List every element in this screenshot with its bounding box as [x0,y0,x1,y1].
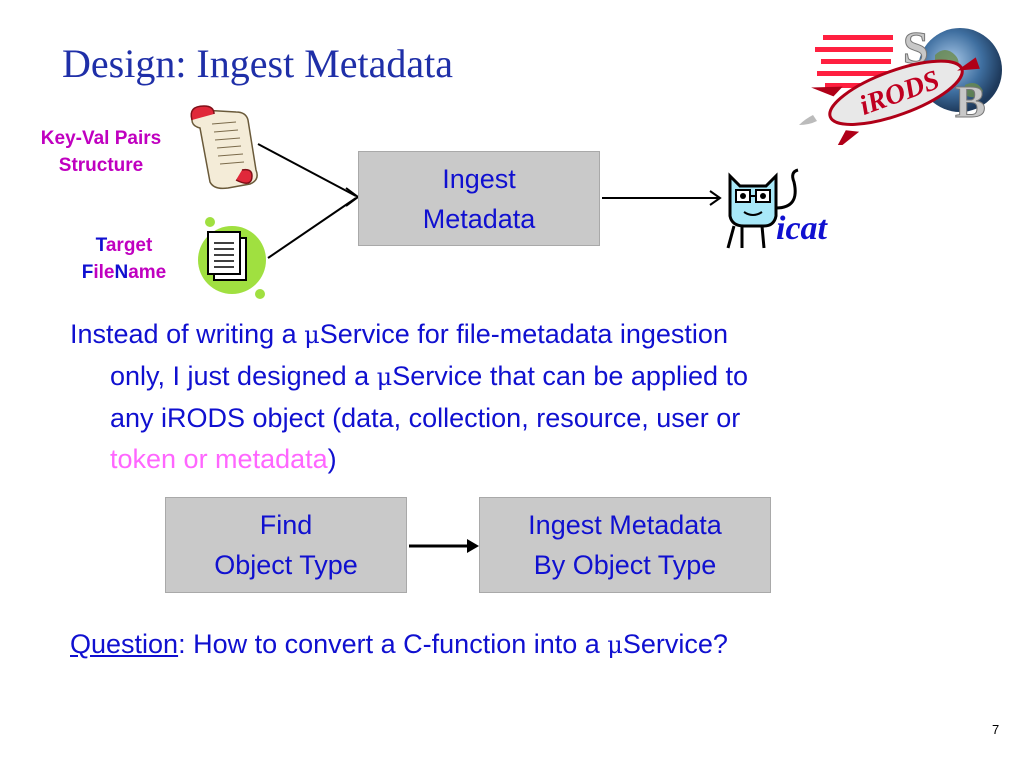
para-line-2: only, I just designed a μService that ca… [110,361,749,391]
target-line: Target [60,232,188,259]
irods-rocket-logo: S B iRODS [799,22,1002,145]
keyval-pairs-label: Key-Val Pairs Structure [8,125,194,179]
mu-symbol: μ [376,363,393,391]
ingest-by-object-type-box: Ingest Metadata By Object Type [479,497,771,593]
logo-letter-b: B [955,76,986,127]
question-line: Question: How to convert a C-function in… [70,629,728,659]
token-metadata-highlight: token or metadata [110,444,328,474]
document-icon [198,217,266,299]
find-object-type-box: Find Object Type [165,497,407,593]
slide-title: Design: Ingest Metadata [62,41,453,86]
description-paragraph: Instead of writing a μService for file-m… [70,314,950,480]
target-rest: arget [105,235,153,256]
input-arrows [257,143,360,259]
ingest-metadata-box: Ingest Metadata [358,151,600,246]
page-number: 7 [992,722,1000,737]
para-line-1: Instead of writing a μService for file-m… [70,319,728,349]
mu-symbol: μ [607,631,623,659]
target-letter-t: T [95,235,106,256]
keyval-line1: Key-Val Pairs [40,128,162,149]
para-line-4: token or metadata) [110,444,337,474]
file-letter-f: F [81,262,94,283]
mu-symbol: μ [304,321,320,349]
para-line-3: any iRODS object (data, collection, reso… [110,403,741,433]
question-label: Question [70,629,179,659]
bytype-line2: By Object Type [533,550,717,580]
filename-line: FileName [60,259,188,286]
file-ame: ame [128,262,167,283]
find-line2: Object Type [214,550,358,580]
icat-cat-icon [726,168,799,249]
target-filename-label: Target FileName [60,232,188,286]
ingest-line2: Metadata [422,203,536,234]
arrow-from-target [267,197,357,259]
file-letter-n: N [114,262,129,283]
ingest-line1: Ingest [442,163,516,194]
arrow-to-icat [602,190,722,206]
scroll-icon [190,105,258,190]
icat-label: icat [776,210,827,247]
keyval-line2: Structure [58,155,144,176]
arrow-from-keyval [257,143,357,197]
find-line1: Find [259,510,313,540]
arrow-find-to-ingest [409,539,479,553]
bytype-line1: Ingest Metadata [528,510,722,540]
file-ile: ile [93,262,115,283]
